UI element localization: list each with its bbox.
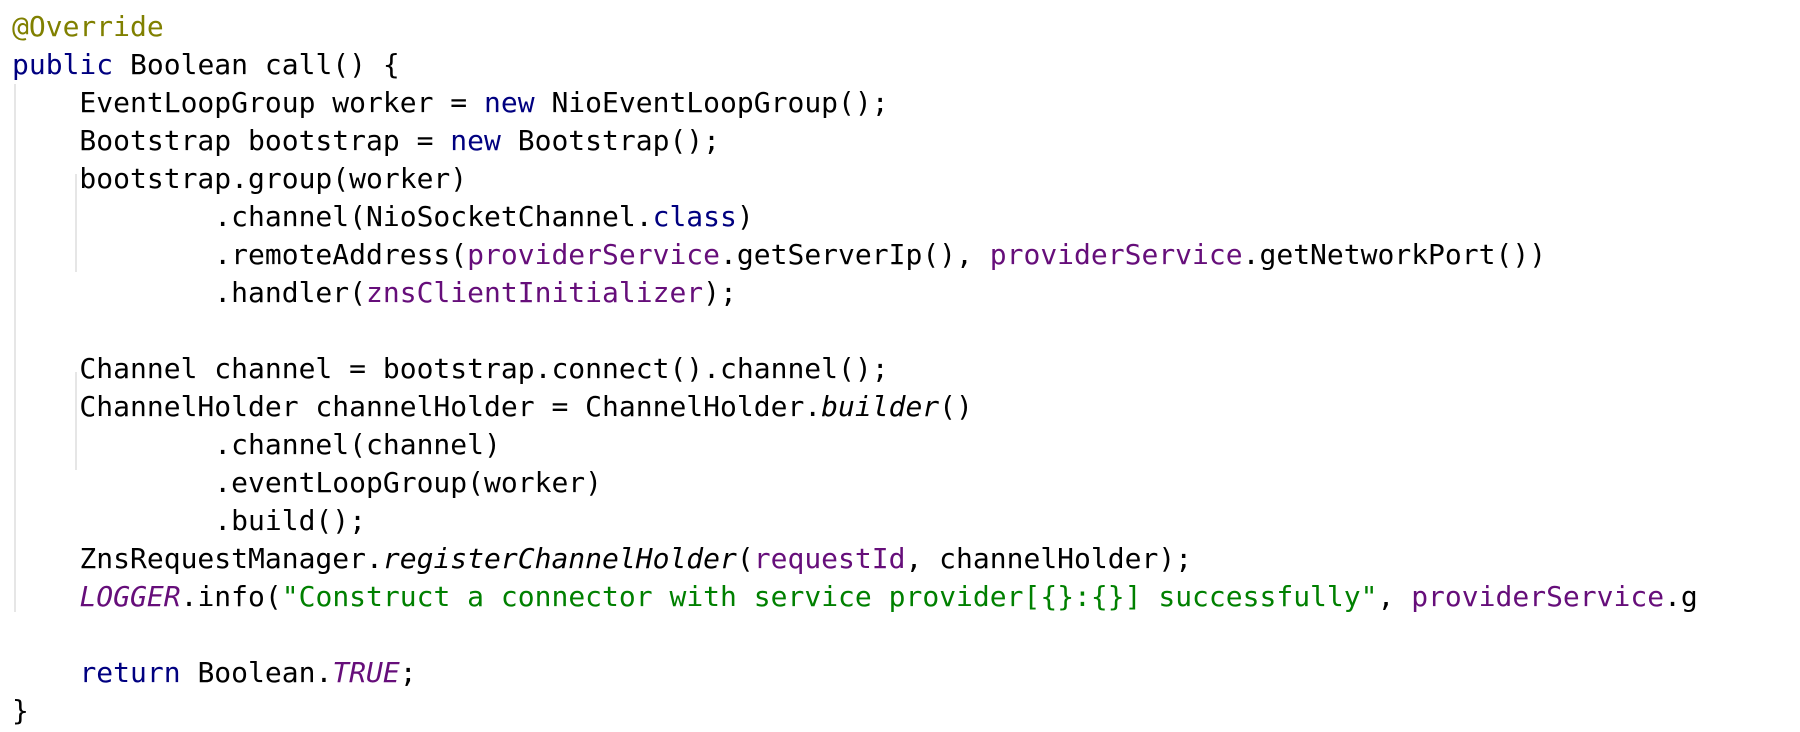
code-token-plain: .g <box>1664 580 1698 613</box>
code-line[interactable]: LOGGER.info("Construct a connector with … <box>12 578 1698 616</box>
code-line[interactable]: ZnsRequestManager.registerChannelHolder(… <box>12 540 1698 578</box>
code-line[interactable]: .channel(channel) <box>12 426 1698 464</box>
code-token-plain: .handler( <box>12 276 367 309</box>
code-token-field: requestId <box>753 542 906 575</box>
indent-guide-method-body <box>14 84 16 612</box>
code-line[interactable]: .build(); <box>12 502 1698 540</box>
code-line[interactable] <box>12 616 1698 654</box>
code-token-string: "Construct a connector with service prov… <box>281 580 1378 613</box>
code-token-static-field: TRUE <box>332 656 400 689</box>
code-token-field: providerService <box>1411 580 1665 613</box>
code-token-plain: .build(); <box>12 504 367 537</box>
code-token-plain: ChannelHolder channelHolder = ChannelHol… <box>12 390 822 423</box>
code-token-plain: Channel channel = bootstrap.connect().ch… <box>12 352 889 385</box>
code-token-plain: } <box>12 694 29 727</box>
code-token-field: providerService <box>989 238 1243 271</box>
code-token-keyword: class <box>652 200 737 233</box>
code-line[interactable]: bootstrap.group(worker) <box>12 160 1698 198</box>
code-line[interactable]: } <box>12 692 1698 730</box>
code-line[interactable]: .handler(znsClientInitializer); <box>12 274 1698 312</box>
code-line[interactable]: @Override <box>12 8 1698 46</box>
code-token-plain: ); <box>703 276 737 309</box>
code-token-plain: .eventLoopGroup(worker) <box>12 466 603 499</box>
code-token-plain: ) <box>736 200 754 233</box>
code-token-keyword: new <box>450 124 501 157</box>
code-token-plain: .channel(NioSocketChannel. <box>12 200 653 233</box>
code-token-keyword: new <box>484 86 535 119</box>
code-line[interactable] <box>12 312 1698 350</box>
code-token-plain: .remoteAddress( <box>12 238 468 271</box>
code-token-plain: Bootstrap bootstrap = <box>12 124 451 157</box>
code-line[interactable]: public Boolean call() { <box>12 46 1698 84</box>
code-token-plain: NioEventLoopGroup(); <box>534 86 889 119</box>
code-token-plain: ; <box>399 656 417 689</box>
code-token-plain: .info( <box>180 580 282 613</box>
code-token-plain: EventLoopGroup worker = <box>12 86 485 119</box>
code-token-field: znsClientInitializer <box>366 276 704 309</box>
code-token-keyword: public <box>12 48 114 81</box>
code-token-field: providerService <box>467 238 721 271</box>
code-token-plain: bootstrap.group(worker) <box>12 162 468 195</box>
code-line[interactable]: return Boolean.TRUE; <box>12 654 1698 692</box>
code-line[interactable]: Channel channel = bootstrap.connect().ch… <box>12 350 1698 388</box>
code-line[interactable]: .remoteAddress(providerService.getServer… <box>12 236 1698 274</box>
code-token-plain: Boolean call() { <box>113 48 400 81</box>
code-token-italic: builder <box>821 390 940 423</box>
code-line[interactable]: .eventLoopGroup(worker) <box>12 464 1698 502</box>
code-token-static-field: LOGGER <box>79 580 181 613</box>
code-token-plain: ( <box>736 542 754 575</box>
code-token-plain: Boolean. <box>180 656 333 689</box>
code-token-italic: registerChannelHolder <box>382 542 737 575</box>
code-token-annotation: @Override <box>12 10 164 43</box>
code-token-plain: .getNetworkPort()) <box>1242 238 1547 271</box>
code-line[interactable]: EventLoopGroup worker = new NioEventLoop… <box>12 84 1698 122</box>
code-line[interactable]: ChannelHolder channelHolder = ChannelHol… <box>12 388 1698 426</box>
code-token-plain: () <box>939 390 973 423</box>
code-token-keyword: return <box>79 656 181 689</box>
code-token-plain: .channel(channel) <box>12 428 501 461</box>
code-token-plain: ZnsRequestManager. <box>12 542 383 575</box>
code-token-plain: , <box>1377 580 1412 613</box>
code-line[interactable]: .channel(NioSocketChannel.class) <box>12 198 1698 236</box>
code-line[interactable]: Bootstrap bootstrap = new Bootstrap(); <box>12 122 1698 160</box>
code-token-plain: .getServerIp(), <box>720 238 990 271</box>
code-token-plain <box>12 656 79 689</box>
code-token-plain: , channelHolder); <box>905 542 1193 575</box>
indent-guide-holder-chain <box>75 372 77 470</box>
indent-guide-bootstrap-chain <box>75 174 77 272</box>
code-token-plain: Bootstrap(); <box>500 124 721 157</box>
code-token-plain <box>12 580 79 613</box>
